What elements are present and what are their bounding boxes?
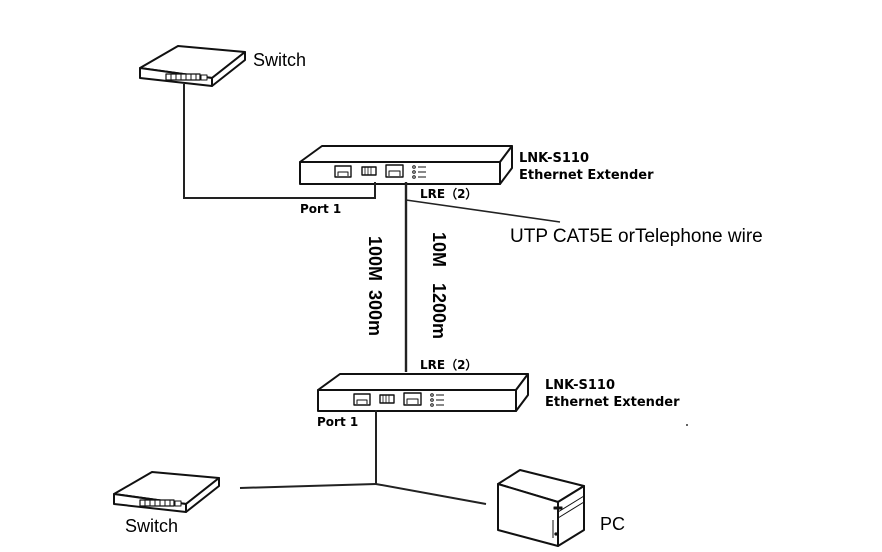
speed-left-a: 100M	[365, 236, 385, 282]
port-top-label: Port 1	[300, 202, 342, 216]
device-top-model: LNK-S110	[519, 151, 590, 166]
switch-bottom-icon	[113, 471, 220, 513]
speed-left-b: 300m	[365, 290, 385, 337]
extender-bottom-icon	[317, 373, 529, 412]
connection-lines	[183, 84, 561, 505]
link-extender-to-switch	[239, 483, 377, 489]
link-switch-to-extender-top	[183, 84, 376, 199]
pc-tower-icon	[497, 469, 585, 547]
link-extender-to-pc	[375, 410, 487, 505]
port-bottom-label: Port 1	[317, 415, 359, 429]
wire-callout-line	[405, 199, 561, 223]
device-bottom-model: LNK-S110	[545, 378, 616, 393]
switch-bottom-label: Switch	[125, 516, 179, 536]
lre-top-label: LRE（2）	[420, 187, 478, 201]
speed-right-a: 10M	[429, 232, 449, 268]
switch-top-icon	[139, 45, 246, 87]
speed-right-b: 1200m	[429, 283, 449, 340]
device-bottom-caption: LNK-S110 Ethernet Extender	[545, 377, 679, 411]
device-top-desc: Ethernet Extender	[519, 168, 654, 183]
switch-top-label: Switch	[253, 50, 307, 70]
stray-dot	[686, 424, 688, 426]
pc-label: PC	[600, 514, 626, 534]
device-bottom-desc: Ethernet Extender	[545, 395, 680, 410]
wire-type-label: UTP CAT5E orTelephone wire	[510, 226, 763, 247]
lre-bottom-label: LRE（2）	[420, 358, 478, 372]
extender-top-icon	[299, 145, 513, 185]
device-top-caption: LNK-S110 Ethernet Extender	[519, 150, 653, 184]
